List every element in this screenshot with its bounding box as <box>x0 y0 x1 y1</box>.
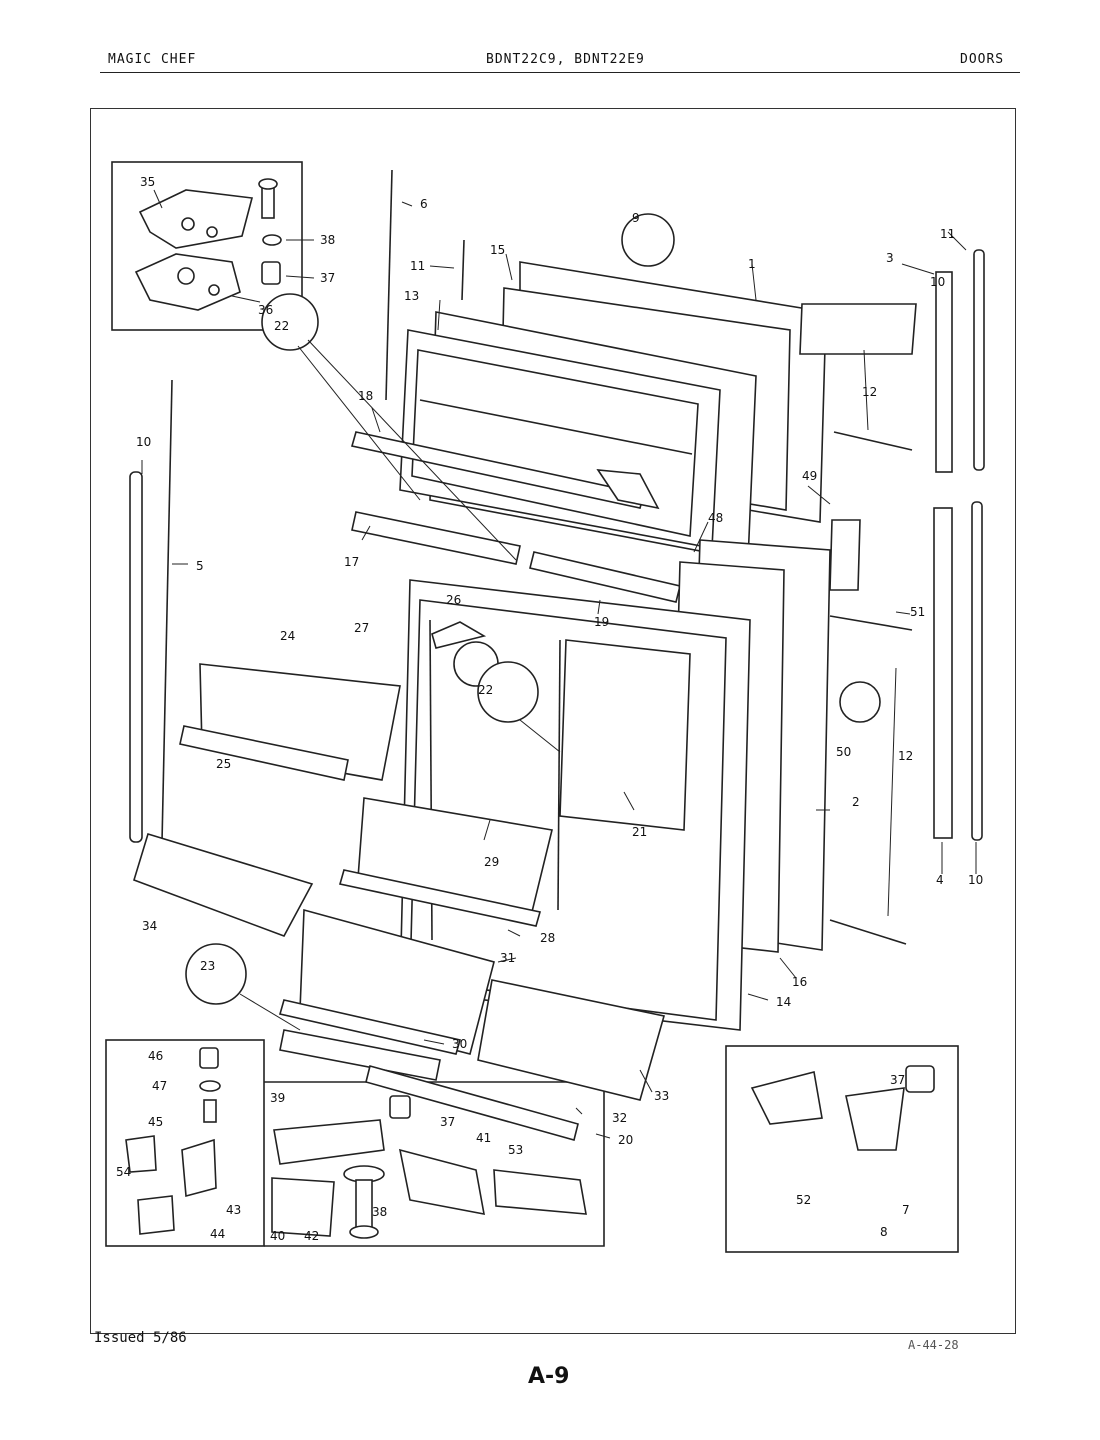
callout-28: 28 <box>540 931 555 945</box>
page-number: A-9 <box>528 1364 570 1389</box>
detail-circles <box>185 213 881 1031</box>
callout-46: 46 <box>148 1049 163 1063</box>
callout-38: 38 <box>320 233 335 247</box>
bracket-assembly-parts <box>125 303 935 1239</box>
callout-34: 34 <box>142 919 157 933</box>
issued-date: Issued 5/86 <box>94 1330 187 1346</box>
callout-26: 26 <box>446 593 461 607</box>
callout-2: 2 <box>852 795 860 809</box>
callout-54: 54 <box>116 1165 131 1179</box>
callout-11: 11 <box>940 227 955 241</box>
callout-10: 10 <box>968 873 983 887</box>
callout-6: 6 <box>420 197 428 211</box>
callout-30: 30 <box>452 1037 467 1051</box>
door-bins <box>133 621 666 1141</box>
callout-12: 12 <box>898 749 913 763</box>
section-title: DOORS <box>960 52 1005 67</box>
callout-7: 7 <box>902 1203 910 1217</box>
header-rule <box>100 72 1020 73</box>
callout-40: 40 <box>270 1229 285 1243</box>
callout-27: 27 <box>354 621 369 635</box>
callout-32: 32 <box>612 1111 627 1125</box>
callout-11: 11 <box>410 259 425 273</box>
gasket-strips <box>129 169 985 843</box>
callout-24: 24 <box>280 629 295 643</box>
callout-31: 31 <box>500 951 515 965</box>
hinge-inset-box <box>111 161 303 331</box>
callout-38: 38 <box>372 1205 387 1219</box>
callout-19: 19 <box>594 615 609 629</box>
callout-23: 23 <box>200 959 215 973</box>
callout-37: 37 <box>440 1115 455 1129</box>
callout-53: 53 <box>508 1143 523 1157</box>
callout-18: 18 <box>358 389 373 403</box>
callout-10: 10 <box>136 435 151 449</box>
callout-4: 4 <box>936 873 944 887</box>
freezer-door <box>350 261 827 603</box>
callout-12: 12 <box>862 385 877 399</box>
callout-37: 37 <box>890 1073 905 1087</box>
callout-50: 50 <box>836 745 851 759</box>
brand-label: MAGIC CHEF <box>108 52 197 67</box>
callout-33: 33 <box>654 1089 669 1103</box>
callout-43: 43 <box>226 1203 241 1217</box>
callout-14: 14 <box>776 995 791 1009</box>
callout-29: 29 <box>484 855 499 869</box>
callout-51: 51 <box>910 605 925 619</box>
callout-10: 10 <box>930 275 945 289</box>
callout-3: 3 <box>886 251 894 265</box>
callout-44: 44 <box>210 1227 225 1241</box>
top-hinge-part <box>134 178 282 311</box>
callout-52: 52 <box>796 1193 811 1207</box>
callout-1: 1 <box>748 257 756 271</box>
callout-37: 37 <box>320 271 335 285</box>
callout-5: 5 <box>196 559 204 573</box>
callout-15: 15 <box>490 243 505 257</box>
callout-36: 36 <box>258 303 273 317</box>
door-rails <box>829 325 913 945</box>
callout-13: 13 <box>404 289 419 303</box>
callout-25: 25 <box>216 757 231 771</box>
callout-22: 22 <box>478 683 493 697</box>
callout-41: 41 <box>476 1131 491 1145</box>
callout-20: 20 <box>618 1133 633 1147</box>
diagram-frame <box>90 108 1016 1334</box>
hinge-parts-inset-bottom <box>264 1081 605 1247</box>
callout-8: 8 <box>880 1225 888 1239</box>
callout-9: 9 <box>632 211 640 225</box>
callout-47: 47 <box>152 1079 167 1093</box>
drawing-reference: A-44-28 <box>908 1338 959 1352</box>
callout-labels: 1234567891010101111121213141516171819202… <box>116 175 983 1243</box>
callout-35: 35 <box>140 175 155 189</box>
callout-42: 42 <box>304 1229 319 1243</box>
hinge-parts-inset-left <box>105 1039 265 1247</box>
callout-49: 49 <box>802 469 817 483</box>
accessory-inset-box <box>725 1045 959 1253</box>
callout-48: 48 <box>708 511 723 525</box>
callout-16: 16 <box>792 975 807 989</box>
callout-17: 17 <box>344 555 359 569</box>
model-numbers: BDNT22C9, BDNT22E9 <box>486 52 645 67</box>
callout-21: 21 <box>632 825 647 839</box>
callout-45: 45 <box>148 1115 163 1129</box>
callout-22: 22 <box>274 319 289 333</box>
leader-lines <box>141 189 977 1139</box>
callout-39: 39 <box>270 1091 285 1105</box>
